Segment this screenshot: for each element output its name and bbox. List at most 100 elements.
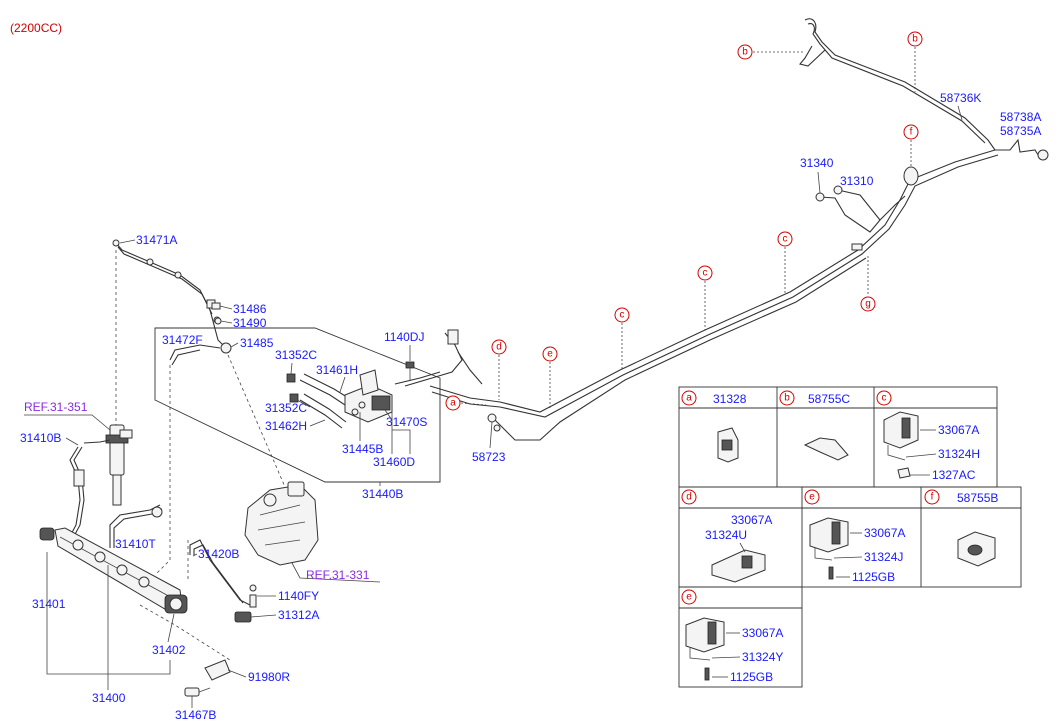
bolt-1140DJ-icon: [394, 361, 441, 385]
svg-text:c: c: [783, 234, 788, 245]
svg-text:b: b: [912, 34, 918, 45]
callout-d: d: [491, 339, 507, 400]
grommet-f-icon: [903, 166, 919, 186]
svg-text:c: c: [703, 268, 708, 279]
callout-c-1: c: [614, 307, 630, 370]
connector-58723b-icon: [493, 424, 501, 432]
high-pressure-pump-icon: [244, 481, 319, 566]
label-31472F: 31472F: [162, 333, 203, 347]
label-31400: 31400: [92, 691, 126, 705]
ref-leader-2: [291, 562, 381, 583]
label-31410T: 31410T: [115, 537, 156, 551]
pipe-nut-31410B-icon: [73, 469, 85, 487]
sensor-31312A-icon: [234, 584, 257, 623]
svg-text:g: g: [865, 299, 871, 310]
svg-text:a: a: [686, 393, 692, 404]
callout-f: f: [903, 124, 919, 166]
label-31310: 31310: [840, 174, 874, 188]
label-1140DJ: 1140DJ: [384, 330, 424, 344]
svg-text:1125GB: 1125GB: [730, 670, 773, 684]
clip-33067A-icon: [883, 411, 919, 449]
svg-text:c: c: [882, 393, 887, 404]
svg-text:f: f: [931, 492, 934, 503]
rail-pressure-sensor-icon: [39, 527, 55, 541]
bracket-91980R-icon: [184, 659, 231, 697]
svg-text:1327AC: 1327AC: [932, 468, 976, 482]
svg-text:b: b: [784, 393, 790, 404]
svg-text:c: c: [620, 310, 625, 321]
clip-31324U-icon: [711, 549, 766, 583]
svg-text:e: e: [686, 592, 692, 603]
svg-text:d: d: [686, 492, 692, 503]
filter-bracket-icon: [344, 369, 393, 423]
svg-text:1125GB: 1125GB: [852, 570, 895, 584]
clip-legend-table: [678, 386, 1022, 688]
callout-g: g: [860, 256, 876, 312]
label-31440B: 31440B: [362, 487, 403, 501]
engine-displacement-header: (2200CC): [10, 21, 62, 35]
callout-b-right: b: [907, 31, 923, 92]
clip-31324J-icon: [809, 517, 849, 553]
callout-a: a: [445, 395, 487, 411]
label-31340: 31340: [800, 156, 834, 170]
svg-text:31324J: 31324J: [864, 550, 903, 564]
group-31440B-outline: [154, 327, 441, 483]
label-91980R: 91980R: [248, 670, 290, 684]
label-31410B: 31410B: [20, 431, 61, 445]
label-31462H: 31462H: [265, 419, 307, 433]
banjo-31485-icon: [220, 342, 232, 354]
svg-text:31324U: 31324U: [705, 528, 747, 542]
connector-58735A-icon: [1037, 149, 1049, 161]
svg-text:33067A: 33067A: [864, 526, 905, 540]
svg-text:e: e: [809, 492, 815, 503]
label-31485: 31485: [240, 336, 274, 350]
svg-text:e: e: [547, 349, 553, 360]
washer-31490-icon: [214, 317, 222, 325]
label-31445B: 31445B: [342, 442, 383, 456]
rail-bracket-line: [46, 552, 171, 675]
clip-58755C-icon: [803, 437, 849, 461]
legend-cell-b: b 58755C: [779, 390, 850, 461]
svg-text:33067A: 33067A: [742, 626, 783, 640]
legend-cell-d: d 33067A 31324U: [681, 489, 772, 583]
label-58736K: 58736K: [940, 91, 981, 105]
label-31402: 31402: [152, 643, 186, 657]
connector-58723-icon: [487, 413, 497, 423]
label-31471A: 31471A: [136, 233, 177, 247]
svg-text:f: f: [910, 127, 913, 138]
clamp-31352C-icon: [286, 373, 296, 383]
ref-31-351[interactable]: REF.31-351: [24, 400, 88, 414]
legend-cell-c: c 33067A 31324H 1327AC: [876, 390, 980, 482]
label-31460D: 31460D: [373, 455, 415, 469]
connector-31340-icon: [815, 192, 825, 202]
ref-31-331[interactable]: REF.31-331: [306, 568, 370, 582]
callout-b-left: b: [737, 44, 805, 60]
svg-text:58755B: 58755B: [957, 491, 998, 505]
label-31486: 31486: [233, 302, 267, 316]
svg-text:b: b: [742, 47, 748, 58]
return-line-assembly: [112, 239, 296, 661]
common-rail-icon: [39, 527, 188, 614]
legend-cell-a: a 31328: [681, 390, 747, 463]
clip-31324Y-icon: [685, 617, 725, 653]
svg-text:31324Y: 31324Y: [742, 650, 783, 664]
fuel-hose-connector-icon: [447, 329, 459, 345]
callout-e: e: [542, 346, 558, 410]
label-58735A: 58735A: [1000, 124, 1041, 138]
svg-text:a: a: [450, 398, 456, 409]
callout-c-2: c: [697, 265, 713, 330]
label-31490: 31490: [233, 316, 267, 330]
legend-cell-f: f 58755B: [924, 489, 998, 567]
clamp-31352C-b-icon: [289, 393, 299, 403]
connector-31310-icon: [833, 185, 843, 195]
label-31470S: 31470S: [386, 415, 427, 429]
bolt-31486-icon: [211, 302, 221, 310]
injector-icon: [105, 424, 133, 506]
label-31461H: 31461H: [316, 363, 358, 377]
svg-text:58755C: 58755C: [808, 392, 850, 406]
callout-c-3: c: [777, 231, 793, 294]
label-31352C-b: 31352C: [265, 401, 307, 415]
clip-g-icon: [851, 243, 863, 251]
label-1140FY: 1140FY: [278, 589, 319, 603]
legend-cell-e1: e 33067A 31324J 1125GB: [804, 489, 905, 584]
